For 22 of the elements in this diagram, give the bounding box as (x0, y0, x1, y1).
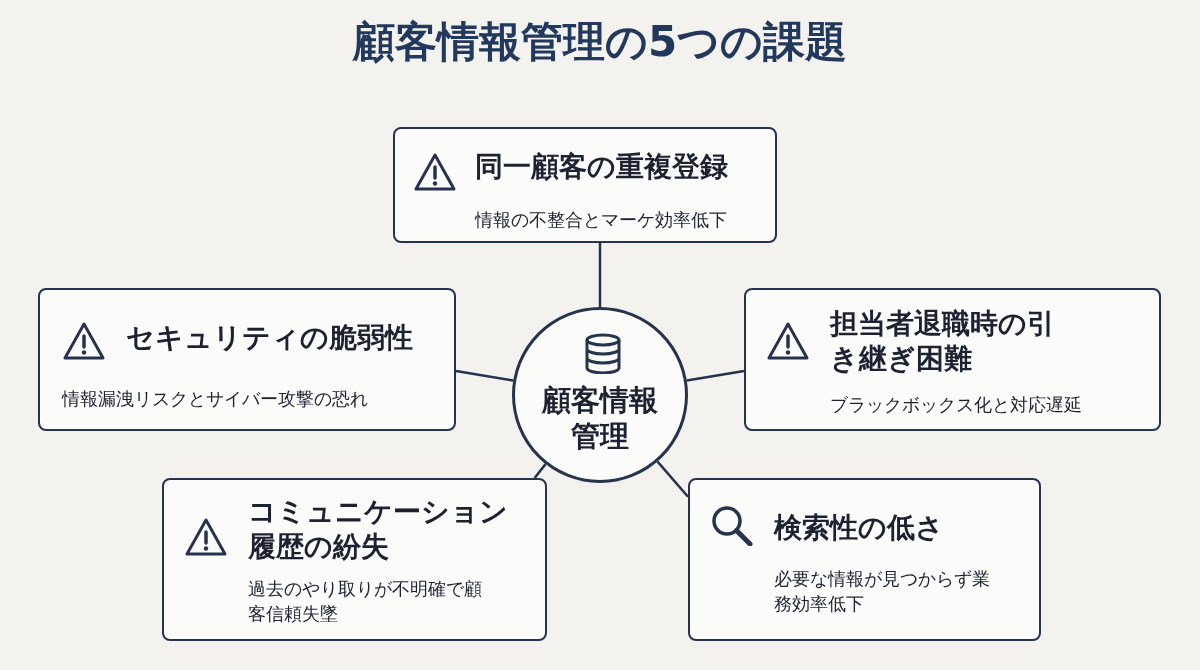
issue-card (38, 288, 456, 431)
connector-line (656, 460, 689, 498)
issue-heading: セキュリティの脆弱性 (126, 320, 414, 355)
issue-description: 必要な情報が見つからず業務効率低下 (774, 567, 991, 617)
connector-line (686, 369, 745, 382)
issue-description: 情報の不整合とマーケ効率低下 (475, 208, 728, 232)
issue-heading: コミュニケーション履歴の紛失 (248, 494, 509, 564)
issue-description: 情報漏洩リスクとサイバー攻撃の恐れ (62, 387, 369, 411)
issue-description: 過去のやり取りが不明確で顧客信頼失墜 (248, 577, 483, 627)
issue-card (162, 478, 547, 641)
connector-line (455, 369, 514, 382)
connector-line (598, 243, 602, 307)
connector-line (533, 463, 547, 479)
issue-heading: 検索性の低さ (774, 510, 945, 545)
issue-card (393, 127, 777, 243)
title: 顧客情報管理の5つの課題 (351, 16, 849, 68)
issue-heading: 同一顧客の重複登録 (475, 149, 729, 184)
issue-heading: 担当者退職時の引き継ぎ困難 (830, 306, 1056, 376)
issue-card (688, 478, 1041, 641)
issue-card (744, 288, 1161, 431)
hub-label: 顧客情報管理 (540, 382, 659, 455)
issue-description: ブラックボックス化と対応遅延 (830, 393, 1083, 417)
